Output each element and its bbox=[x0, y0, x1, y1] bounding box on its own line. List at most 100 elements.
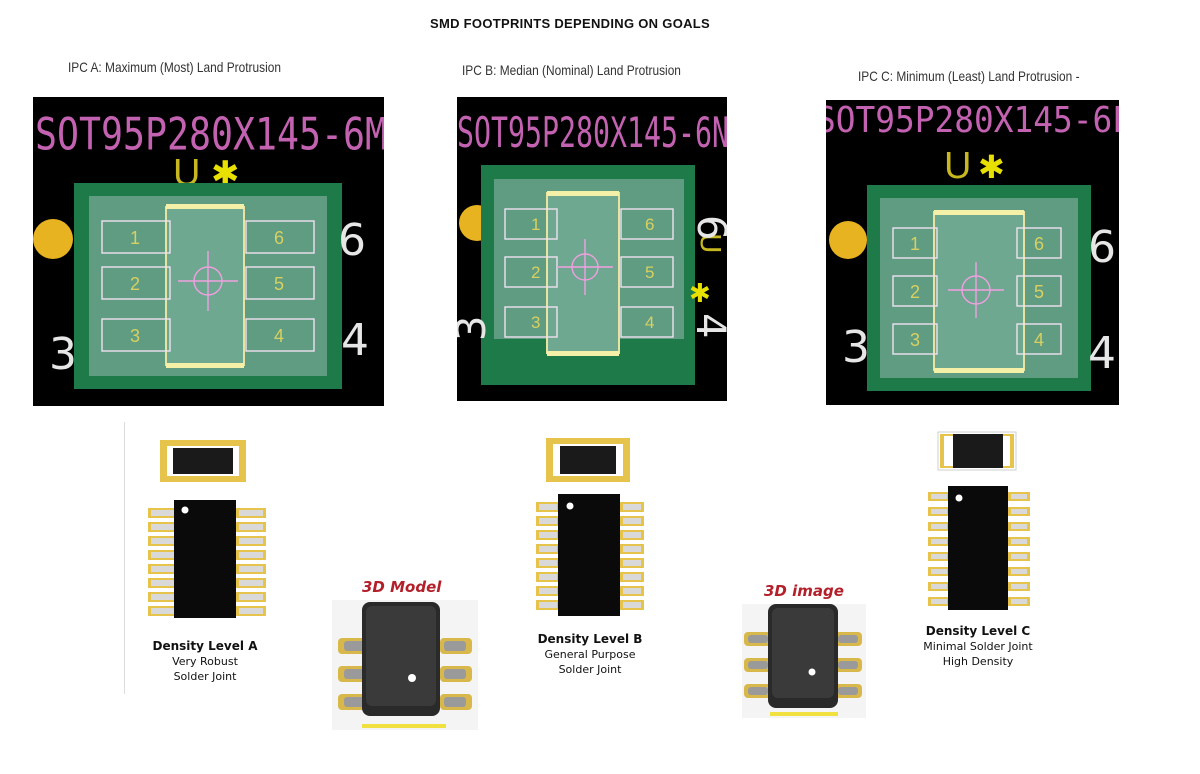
caption-c-line2: High Density bbox=[942, 655, 1014, 668]
chip-leg bbox=[151, 566, 175, 572]
chip-leg bbox=[1011, 554, 1027, 559]
pad-3 bbox=[101, 318, 171, 352]
chip-leg bbox=[539, 546, 557, 552]
caption-a: Density Level A Very Robust Solder Joint bbox=[125, 639, 285, 684]
pad-label-6: 6 bbox=[645, 215, 654, 234]
body-bottom-bar bbox=[547, 351, 619, 356]
chip-leg bbox=[151, 538, 175, 544]
chip-leg bbox=[931, 569, 947, 574]
chip-leg bbox=[623, 588, 641, 594]
resistor-body bbox=[173, 448, 233, 474]
chip-legs-c bbox=[928, 492, 1030, 606]
resistor-body bbox=[560, 446, 616, 474]
star-icon: ✱ bbox=[978, 149, 1005, 185]
chip-leg bbox=[239, 510, 263, 516]
caption-b: Density Level B General Purpose Solder J… bbox=[510, 632, 670, 677]
body-top-bar bbox=[547, 191, 619, 196]
chip-leg bbox=[539, 518, 557, 524]
caption-a-line1: Very Robust bbox=[172, 655, 238, 668]
part-number-label: SOT95P280X145-6N bbox=[457, 108, 727, 157]
pad-label-3: 3 bbox=[910, 330, 920, 350]
body-top-bar bbox=[934, 210, 1024, 215]
chip-leg bbox=[1011, 569, 1027, 574]
resistor-body bbox=[953, 434, 1003, 468]
chip-leg bbox=[1011, 584, 1027, 589]
chip-leg bbox=[1011, 494, 1027, 499]
density-level-b: Density Level B bbox=[537, 632, 643, 646]
pad-4 bbox=[620, 306, 674, 338]
centroid-crosshair bbox=[948, 262, 1004, 318]
chip-leg bbox=[151, 552, 175, 558]
pad-label-1: 1 bbox=[910, 234, 920, 254]
part-number-label: SOT95P280X145-6M bbox=[35, 110, 384, 161]
big-pin-6: 6 bbox=[688, 215, 727, 240]
ipc-b-subtitle: IPC B: Median (Nominal) Land Protrusion bbox=[462, 62, 681, 78]
chip-leg bbox=[539, 504, 557, 510]
big-pin-3: 3 bbox=[457, 316, 495, 341]
chip-leg bbox=[239, 580, 263, 586]
ipc-c-subtitle: IPC C: Minimum (Least) Land Protrusion - bbox=[858, 68, 1080, 84]
pad-6 bbox=[1016, 227, 1062, 259]
big-pin-4: 4 bbox=[1088, 328, 1116, 379]
body-outline bbox=[933, 211, 1025, 371]
pad-3 bbox=[892, 323, 938, 355]
pad-label-1: 1 bbox=[531, 215, 540, 234]
pad-3 bbox=[504, 306, 558, 338]
chip-illustration-a bbox=[148, 440, 266, 618]
chip-leg bbox=[239, 608, 263, 614]
chip-leg bbox=[151, 608, 175, 614]
footprint-panel-b: SOT95P280X145-6N 1 2 3 6 5 4 U ✱ bbox=[457, 97, 727, 401]
pad-label-4: 4 bbox=[274, 326, 284, 346]
chip-legs-a bbox=[148, 508, 266, 616]
big-pin-3: 3 bbox=[49, 329, 77, 380]
model-body-top bbox=[366, 606, 436, 706]
model-leads bbox=[744, 632, 862, 698]
pad-label-4: 4 bbox=[1034, 330, 1044, 350]
chip-leg bbox=[931, 599, 947, 604]
chip-leg bbox=[623, 574, 641, 580]
caption-a-line2: Solder Joint bbox=[173, 670, 237, 683]
footprint-b-drawing: SOT95P280X145-6N 1 2 3 6 5 4 U ✱ bbox=[457, 108, 727, 385]
pin1-dot bbox=[808, 668, 816, 676]
pad-2 bbox=[892, 275, 938, 307]
rotated-u-designator: U bbox=[694, 233, 727, 254]
body-bottom-bar bbox=[934, 368, 1024, 373]
pad-label-6: 6 bbox=[1034, 234, 1044, 254]
chip-leg bbox=[623, 518, 641, 524]
chip-illustration-c bbox=[928, 431, 1030, 610]
3d-model-illustration bbox=[332, 600, 478, 730]
big-pin-6: 6 bbox=[1088, 222, 1116, 273]
chip-leg bbox=[623, 602, 641, 608]
big-pin-4: 4 bbox=[687, 313, 727, 338]
body-outline bbox=[546, 192, 620, 354]
pad-label-3: 3 bbox=[130, 326, 140, 346]
u-designator: U bbox=[944, 145, 971, 187]
chip-leg bbox=[931, 509, 947, 514]
model-glow bbox=[362, 724, 446, 728]
chip-leg bbox=[539, 560, 557, 566]
footprint-c-drawing: SOT95P280X145-6L U ✱ 1 2 3 6 5 4 bbox=[826, 100, 1119, 391]
caption-c-line1: Minimal Solder Joint bbox=[923, 640, 1033, 653]
pad-label-4: 4 bbox=[645, 313, 654, 332]
3d-image-illustration bbox=[742, 604, 866, 718]
caption-b-line2: Solder Joint bbox=[558, 663, 622, 676]
ic-body bbox=[948, 486, 1008, 610]
chip-leg bbox=[539, 602, 557, 608]
big-pin-6: 6 bbox=[338, 215, 366, 266]
pad-label-2: 2 bbox=[130, 274, 140, 294]
pad-5 bbox=[1016, 275, 1062, 307]
pad-label-2: 2 bbox=[531, 263, 540, 282]
pad-4 bbox=[245, 318, 315, 352]
pad-label-5: 5 bbox=[645, 263, 654, 282]
footprint-a-drawing: SOT95P280X145-6M U ✱ 1 2 3 6 5 4 bbox=[33, 110, 384, 389]
chip-leg bbox=[931, 494, 947, 499]
body-top-bar bbox=[166, 204, 244, 209]
chip-leg bbox=[539, 532, 557, 538]
page-title: SMD FOOTPRINTS DEPENDING ON GOALS bbox=[429, 16, 711, 31]
chip-leg bbox=[1011, 509, 1027, 514]
pad-6 bbox=[245, 220, 315, 254]
chip-leg bbox=[239, 594, 263, 600]
pad-1 bbox=[101, 220, 171, 254]
pin1-dot bbox=[955, 494, 963, 502]
density-level-c: Density Level C bbox=[925, 624, 1031, 638]
